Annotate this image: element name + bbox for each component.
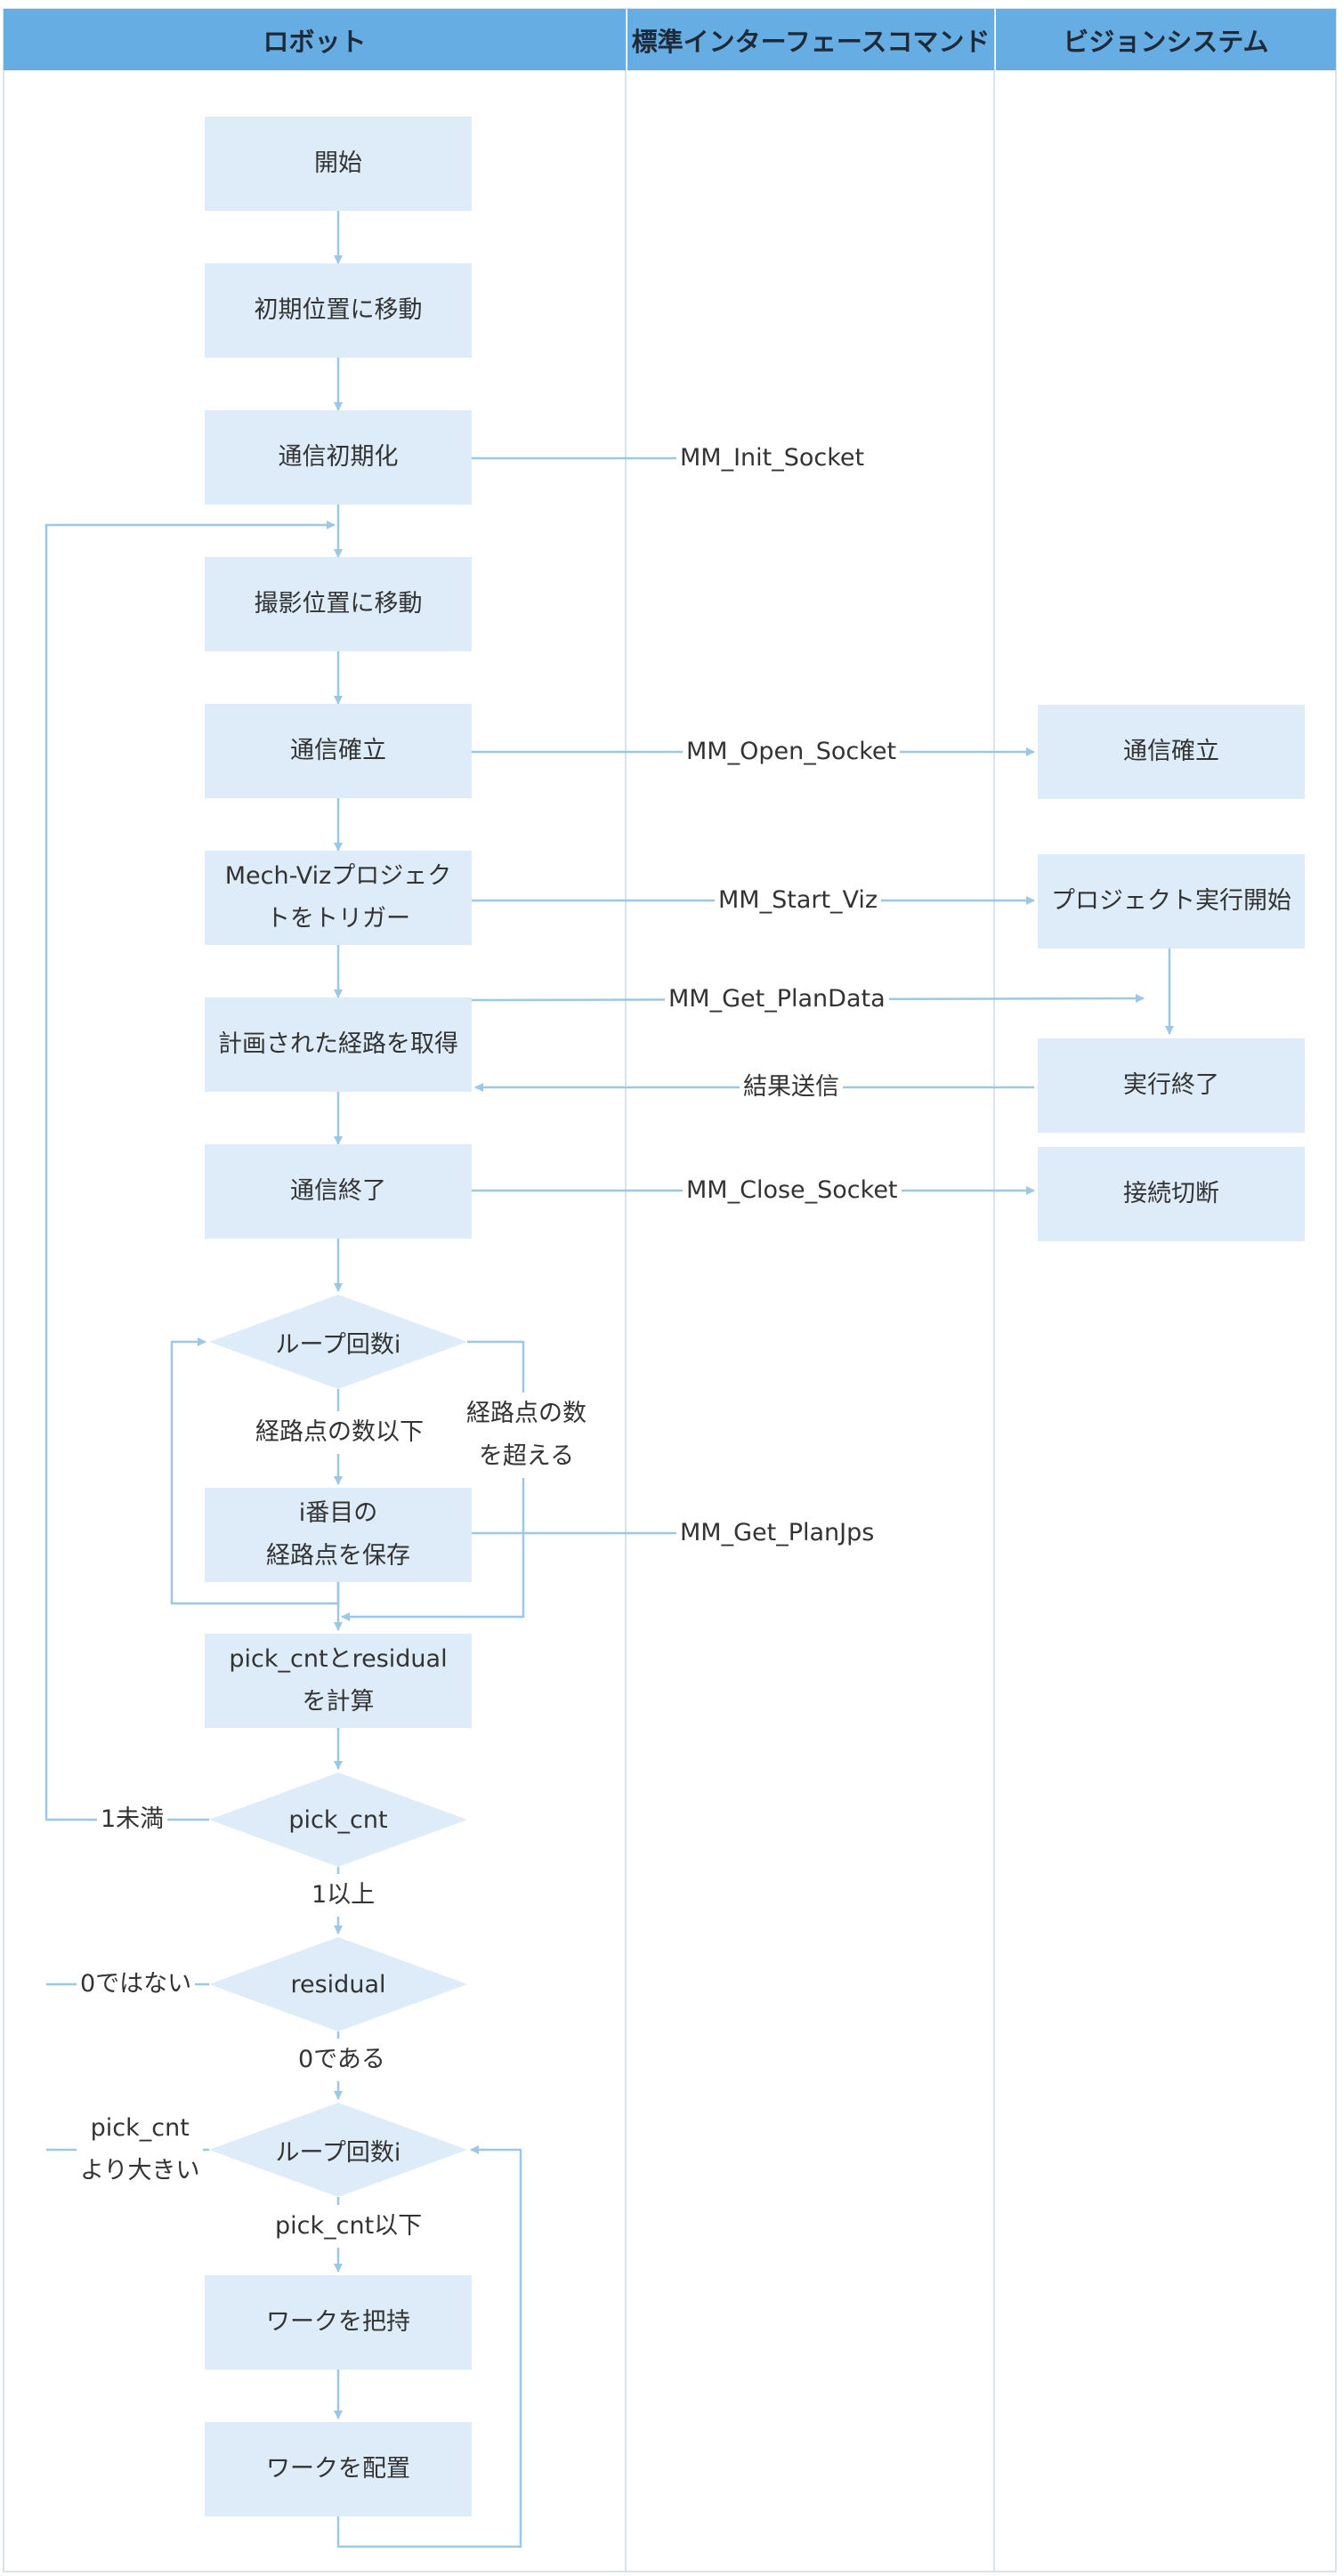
cond-is-zero: 0である	[295, 2039, 389, 2081]
save-point-box: i番目の 経路点を保存	[205, 1488, 472, 1582]
cond-not-zero: 0ではない	[77, 1963, 196, 2006]
cmd-start-viz: MM_Start_Viz	[715, 879, 882, 922]
pick-work-box: ワークを把持	[205, 2275, 472, 2370]
cmd-init-socket: MM_Init_Socket	[676, 437, 869, 480]
trigger-viz-box: Mech-Vizプロジェク トをトリガー	[205, 851, 472, 945]
vision-project-start-box: プロジェクト実行開始	[1038, 854, 1305, 949]
place-work-box: ワークを配置	[205, 2422, 472, 2516]
vision-disconnect-box: 接続切断	[1038, 1147, 1305, 1241]
vision-exec-end-box: 実行終了	[1038, 1038, 1305, 1133]
cmd-get-planjps: MM_Get_PlanJps	[676, 1512, 878, 1554]
get-path-box: 計画された経路を取得	[205, 997, 472, 1092]
loop-i2-diamond	[209, 2103, 467, 2197]
lane-header-robot: ロボット	[4, 9, 626, 70]
move-capture-box: 撮影位置に移動	[205, 557, 472, 651]
move-initial-box: 初期位置に移動	[205, 263, 472, 358]
cond-lt-one: 1未満	[97, 1798, 168, 1841]
establish-comm-box: 通信確立	[205, 704, 472, 798]
loop-i-diamond	[209, 1295, 467, 1389]
diagram-border	[3, 8, 1337, 2572]
vision-establish-box: 通信確立	[1038, 705, 1305, 799]
cmd-open-socket: MM_Open_Socket	[683, 731, 901, 773]
pick-cnt-diamond	[209, 1773, 467, 1867]
residual-diamond	[209, 1937, 467, 2031]
start-box: 開始	[205, 117, 472, 211]
calc-box: pick_cntとresidual を計算	[205, 1634, 472, 1728]
end-comm-box: 通信終了	[205, 1144, 472, 1239]
cmd-get-plandata: MM_Get_PlanData	[665, 978, 889, 1021]
cond-gt-pick: pick_cnt より大きい	[77, 2107, 204, 2192]
cond-ge-one: 1以上	[308, 1874, 379, 1917]
cond-gt-points: 経路点の数 を超える	[463, 1393, 590, 1478]
cond-le-points: 経路点の数以下	[252, 1411, 427, 1454]
cmd-result-send: 結果送信	[740, 1066, 843, 1109]
lane-header-interface: 標準インターフェースコマンド	[627, 9, 994, 70]
cmd-close-socket: MM_Close_Socket	[683, 1169, 902, 1212]
init-comm-box: 通信初期化	[205, 410, 472, 505]
cond-le-pick: pick_cnt以下	[271, 2205, 426, 2248]
lane-header-vision: ビジョンシステム	[996, 9, 1336, 70]
